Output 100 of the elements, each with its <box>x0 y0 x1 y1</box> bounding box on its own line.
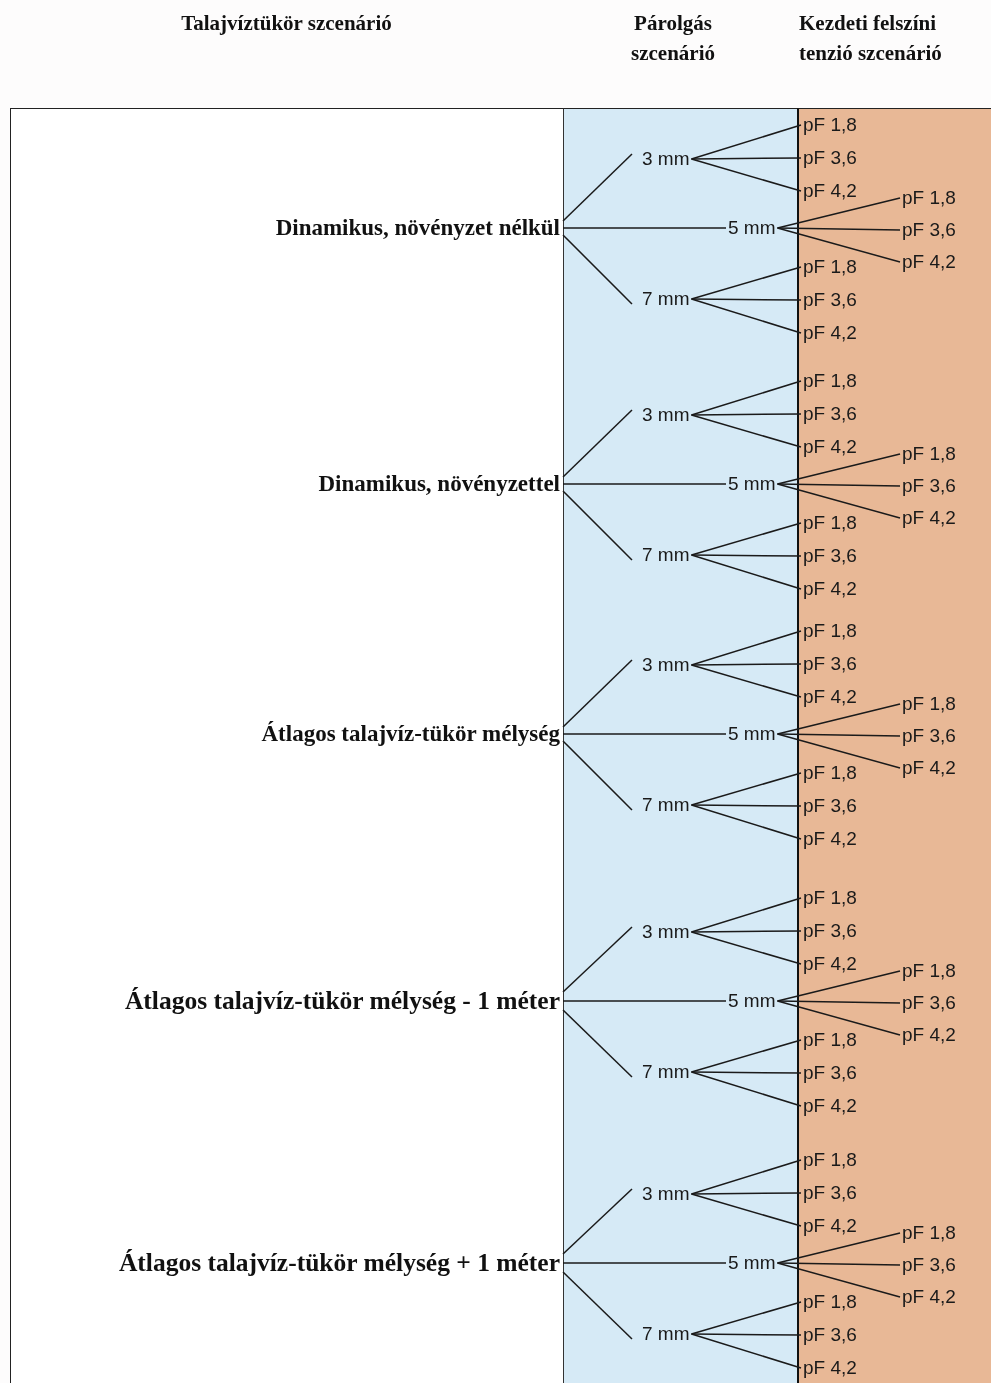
connector-line <box>690 1333 802 1336</box>
connector-line <box>562 926 633 993</box>
evaporation-label: 3 mm <box>642 921 690 943</box>
tension-label: pF 1,8 <box>902 1222 956 1244</box>
scenario-label: Átlagos talajvíz-tükör mélység <box>261 721 560 747</box>
tension-label: pF 4,2 <box>803 686 857 708</box>
tension-label: pF 4,2 <box>902 757 956 779</box>
tension-label: pF 1,8 <box>803 256 857 278</box>
tension-label: pF 4,2 <box>902 251 956 273</box>
scenario-label: Dinamikus, növényzettel <box>318 471 560 497</box>
connector-line <box>776 733 901 737</box>
connector-line <box>690 1193 802 1227</box>
tension-label: pF 4,2 <box>803 322 857 344</box>
connector-line <box>690 157 802 160</box>
connector-line <box>562 490 633 561</box>
tension-label: pF 4,2 <box>803 1095 857 1117</box>
connector-line <box>776 227 901 231</box>
connector-line <box>562 234 633 305</box>
connector-line <box>562 409 633 478</box>
tension-label: pF 3,6 <box>803 1182 857 1204</box>
connector-line <box>690 931 802 965</box>
column-header: Párolgás szcenárió <box>630 10 716 67</box>
tension-label: pF 3,6 <box>902 219 956 241</box>
tension-label: pF 3,6 <box>902 1254 956 1276</box>
connector-line <box>690 413 802 416</box>
connector-line <box>562 483 727 485</box>
evaporation-label: 5 mm <box>728 473 776 495</box>
evaporation-label: 7 mm <box>642 544 690 566</box>
connector-line <box>690 414 802 448</box>
connector-line <box>562 1188 633 1255</box>
tension-label: pF 1,8 <box>803 762 857 784</box>
connector-line <box>776 733 901 769</box>
scenario-label: Átlagos talajvíz-tükör mélység - 1 méter <box>124 986 560 1016</box>
scenario-label: Dinamikus, növényzet nélkül <box>275 215 560 241</box>
connector-line <box>690 158 802 192</box>
tension-label: pF 3,6 <box>803 147 857 169</box>
connector-line <box>562 153 633 222</box>
evaporation-label: 5 mm <box>728 217 776 239</box>
tension-label: pF 4,2 <box>803 436 857 458</box>
evaporation-label: 5 mm <box>728 990 776 1012</box>
tension-label: pF 3,6 <box>803 795 857 817</box>
tension-label: pF 4,2 <box>803 828 857 850</box>
tension-label: pF 4,2 <box>902 1286 956 1308</box>
evaporation-label: 7 mm <box>642 288 690 310</box>
connector-line <box>776 1262 901 1266</box>
tension-label: pF 1,8 <box>803 512 857 534</box>
tension-label: pF 3,6 <box>803 1062 857 1084</box>
connector-line <box>776 483 901 519</box>
tension-label: pF 4,2 <box>902 1024 956 1046</box>
tension-label: pF 3,6 <box>902 475 956 497</box>
connector-line <box>690 1071 802 1074</box>
tension-label: pF 1,8 <box>803 370 857 392</box>
connector-line <box>562 659 633 728</box>
tension-label: pF 1,8 <box>803 114 857 136</box>
evaporation-label: 7 mm <box>642 794 690 816</box>
evaporation-label: 5 mm <box>728 723 776 745</box>
tension-label: pF 1,8 <box>902 960 956 982</box>
connector-line <box>690 804 802 807</box>
tension-label: pF 1,8 <box>902 693 956 715</box>
evaporation-label: 3 mm <box>642 1183 690 1205</box>
connector-line <box>776 1262 901 1298</box>
tension-label: pF 4,2 <box>902 507 956 529</box>
tension-label: pF 3,6 <box>803 545 857 567</box>
tension-label: pF 1,8 <box>803 1149 857 1171</box>
tension-label: pF 1,8 <box>803 887 857 909</box>
evaporation-label: 3 mm <box>642 148 690 170</box>
connector-line <box>562 1262 727 1264</box>
tension-label: pF 3,6 <box>803 289 857 311</box>
tension-label: pF 4,2 <box>803 578 857 600</box>
evaporation-label: 5 mm <box>728 1252 776 1274</box>
connector-line <box>562 1000 727 1002</box>
evaporation-label: 3 mm <box>642 654 690 676</box>
connector-line <box>690 1192 802 1195</box>
tension-label: pF 3,6 <box>902 725 956 747</box>
connector-line <box>562 740 633 811</box>
connector-line <box>562 227 727 229</box>
connector-line <box>690 930 802 933</box>
tension-label: pF 1,8 <box>803 1029 857 1051</box>
tension-label: pF 1,8 <box>803 620 857 642</box>
connector-line <box>690 663 802 666</box>
evaporation-label: 3 mm <box>642 404 690 426</box>
tension-label: pF 3,6 <box>803 920 857 942</box>
tension-label: pF 4,2 <box>803 1215 857 1237</box>
connector-line <box>562 1271 633 1340</box>
tension-label: pF 1,8 <box>902 187 956 209</box>
tension-label: pF 3,6 <box>803 403 857 425</box>
connector-line <box>776 1000 901 1036</box>
scenario-label: Átlagos talajvíz-tükör mélység + 1 méter <box>118 1248 560 1278</box>
connector-line <box>776 483 901 487</box>
connector-line <box>690 298 802 301</box>
connector-line <box>690 554 802 557</box>
evaporation-label: 7 mm <box>642 1061 690 1083</box>
evaporation-label: 7 mm <box>642 1323 690 1345</box>
tension-label: pF 4,2 <box>803 953 857 975</box>
tension-label: pF 3,6 <box>803 1324 857 1346</box>
connector-line <box>562 1009 633 1078</box>
connector-line <box>776 1000 901 1004</box>
column-header: Talajvíztükör szcenárió <box>180 10 393 37</box>
connector-line <box>690 664 802 698</box>
tension-label: pF 3,6 <box>902 992 956 1014</box>
